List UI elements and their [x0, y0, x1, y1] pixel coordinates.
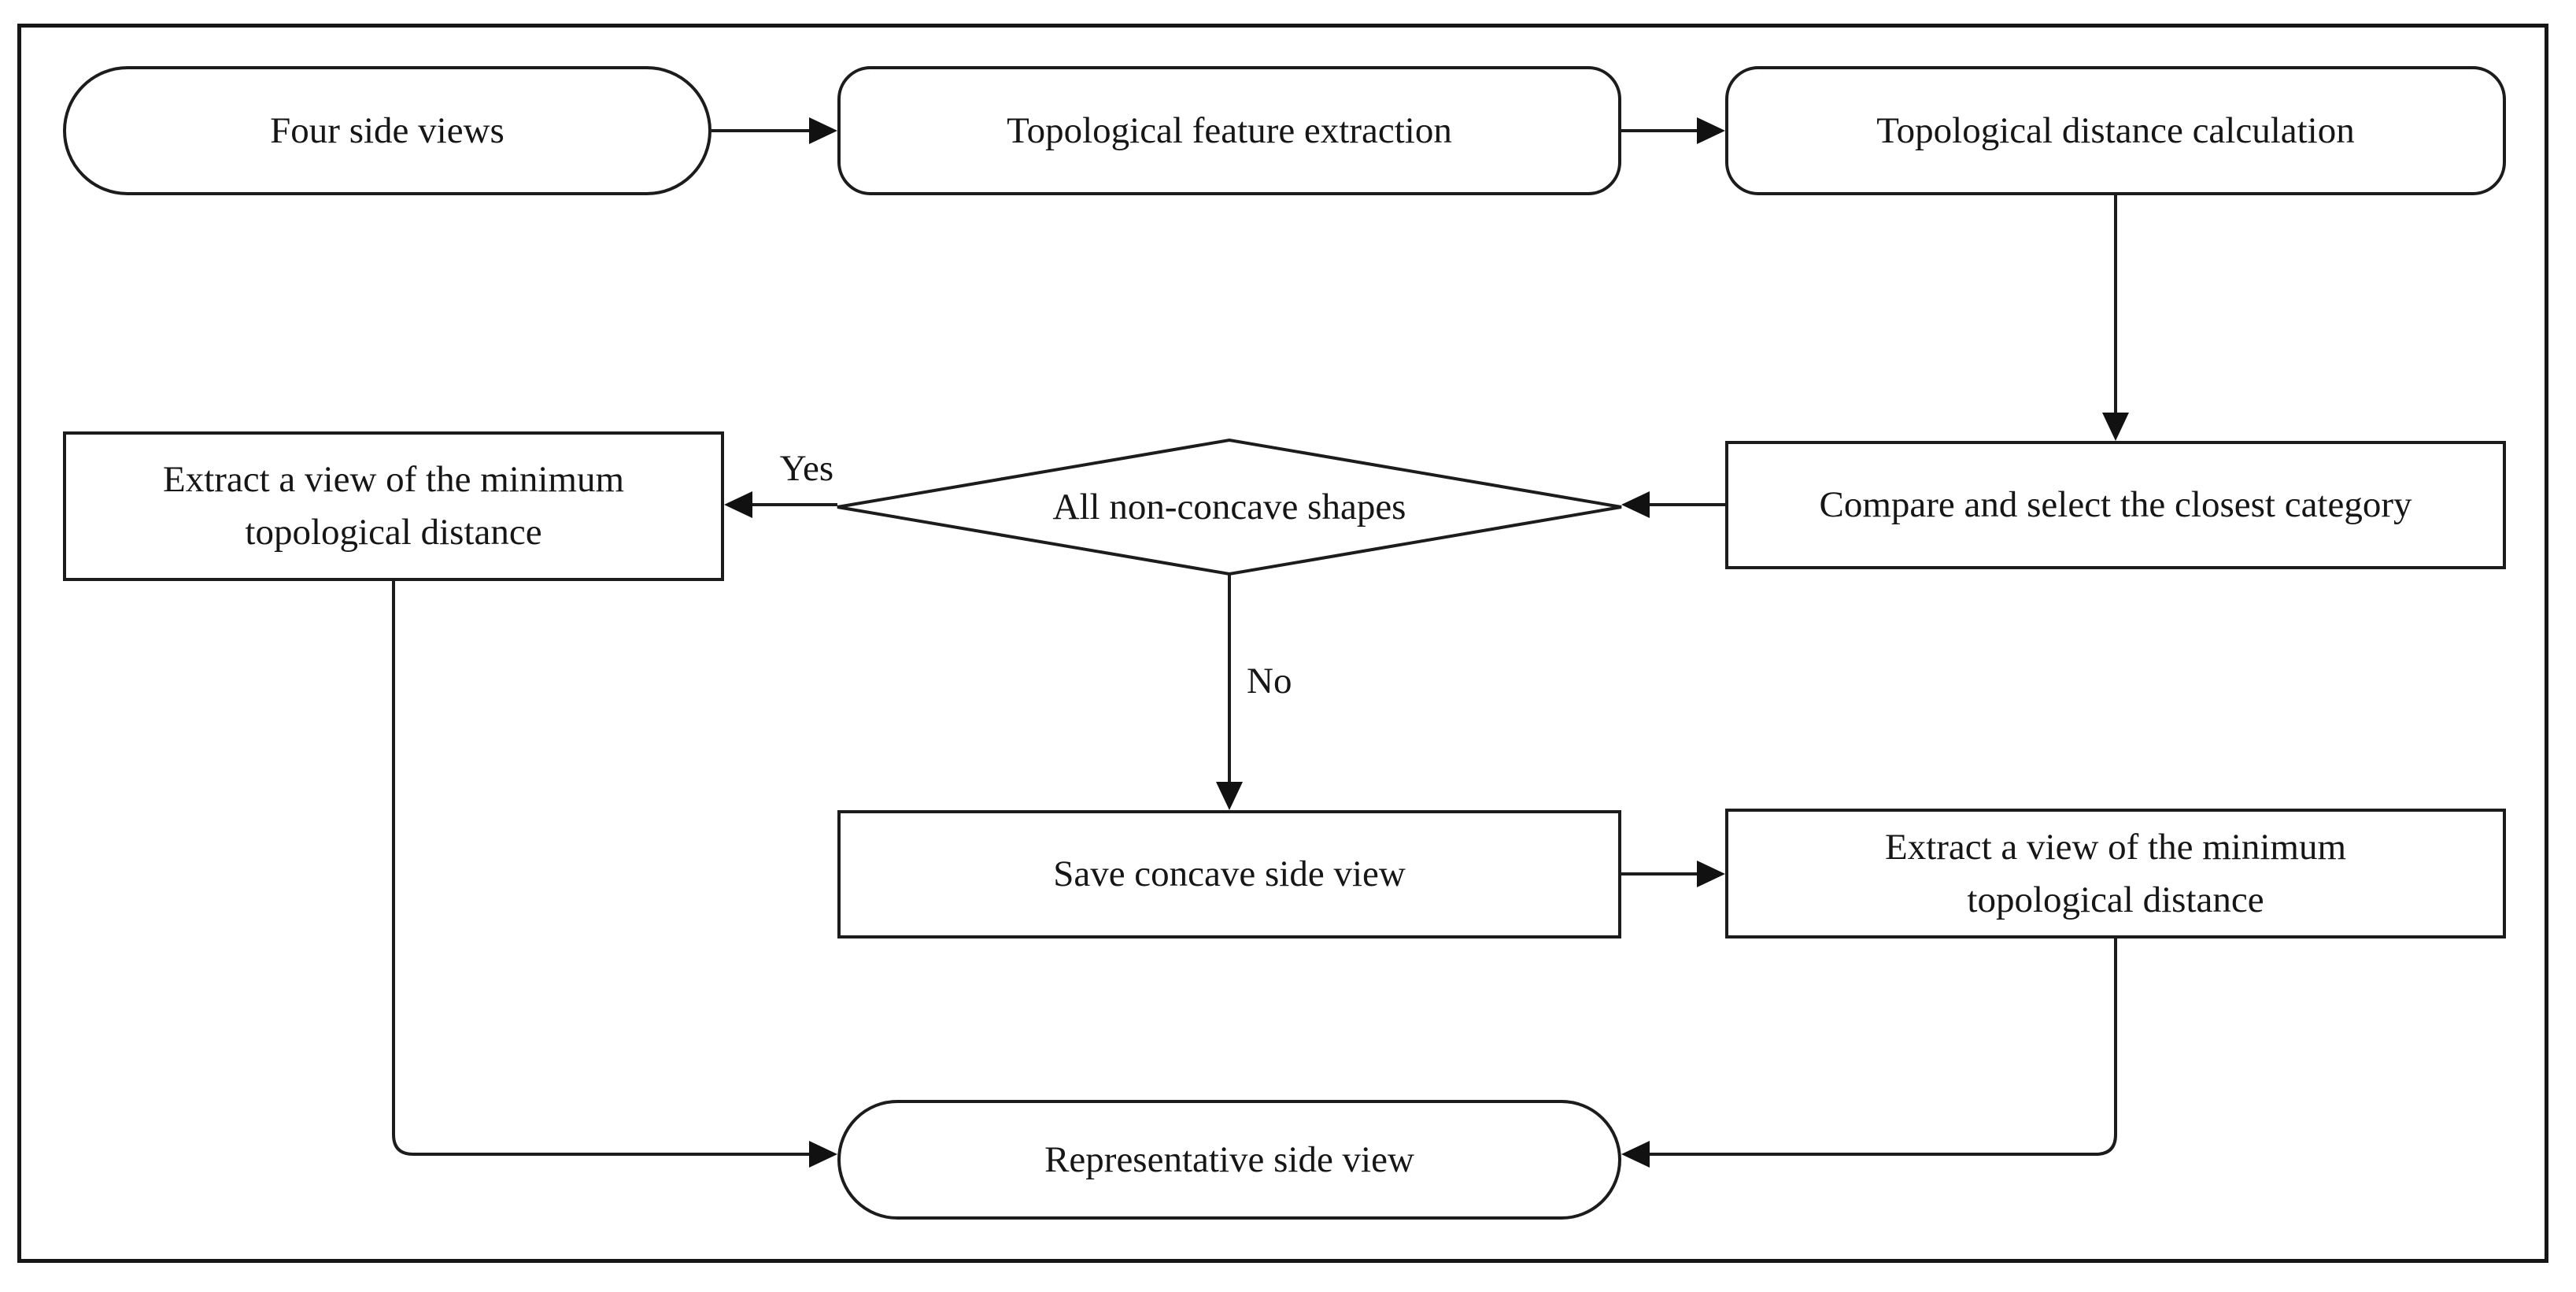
node-distance-calculation: Topological distance calculation	[1725, 66, 2506, 195]
decision-diamond-outline	[837, 438, 1622, 576]
node-save-concave-label: Save concave side view	[1053, 853, 1406, 895]
arrowhead-right-1	[809, 117, 837, 144]
edge-label-no: No	[1247, 661, 1292, 702]
arrowhead-down-2	[1216, 782, 1243, 810]
figure-border	[17, 24, 2548, 1263]
arrowhead-right-4	[809, 1141, 837, 1168]
edge-label-yes: Yes	[779, 448, 834, 489]
node-representative-label: Representative side view	[1044, 1138, 1414, 1180]
node-decision: All non-concave shapes	[837, 440, 1621, 574]
node-decision-label: All non-concave shapes	[1052, 486, 1406, 528]
arrowhead-right-2	[1697, 117, 1725, 144]
node-save-concave: Save concave side view	[837, 810, 1621, 938]
arrowhead-left-2	[724, 491, 752, 518]
node-four-side-views: Four side views	[63, 66, 711, 195]
node-extract-min-right-label: Extract a view of the minimum topologica…	[1884, 826, 2347, 920]
node-compare-select-label: Compare and select the closest category	[1819, 484, 2412, 526]
node-distance-calculation-label: Topological distance calculation	[1876, 109, 2355, 151]
arrowhead-left-3	[1621, 1141, 1650, 1168]
node-feature-extraction-label: Topological feature extraction	[1007, 109, 1452, 151]
node-compare-select: Compare and select the closest category	[1725, 441, 2506, 569]
node-extract-min-left: Extract a view of the minimum topologica…	[63, 431, 724, 581]
arrowhead-right-3	[1697, 861, 1725, 887]
edge-extract-left-to-representative	[392, 581, 809, 1156]
node-extract-min-right: Extract a view of the minimum topologica…	[1725, 809, 2506, 938]
edge-extract-right-to-representative	[1650, 938, 2117, 1156]
arrowhead-down-1	[2102, 413, 2129, 441]
arrowhead-left-1	[1621, 491, 1650, 518]
node-extract-min-left-label: Extract a view of the minimum topologica…	[162, 459, 625, 553]
node-four-side-views-label: Four side views	[270, 109, 504, 151]
node-representative: Representative side view	[837, 1100, 1621, 1220]
node-feature-extraction: Topological feature extraction	[837, 66, 1621, 195]
